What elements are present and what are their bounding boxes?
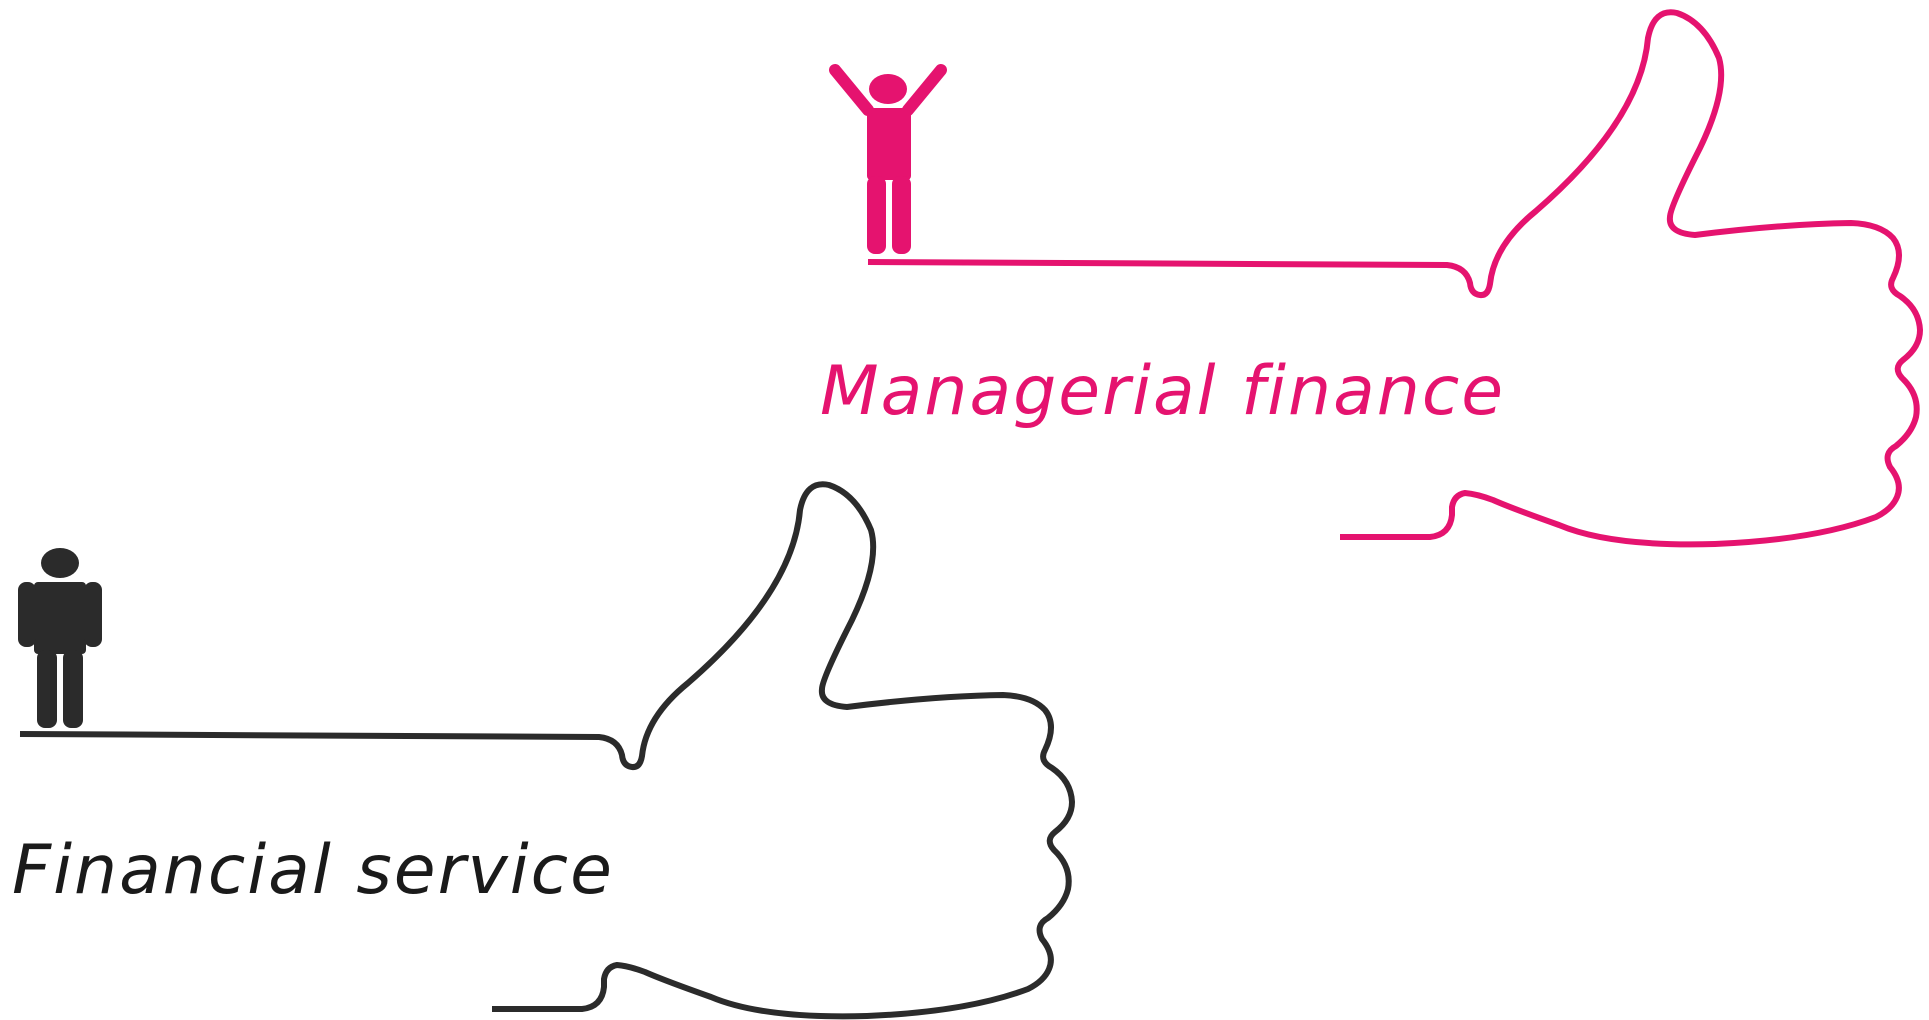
thumbs-up-icon <box>19 481 1075 1020</box>
bottom-label: Financial service <box>12 831 614 910</box>
bottom-group: Financial service <box>12 481 1075 1020</box>
thumbs-up-icon <box>867 9 1923 548</box>
top-group: Managerial finance <box>820 9 1923 548</box>
top-label: Managerial finance <box>820 352 1505 431</box>
person-standing-icon <box>18 548 102 728</box>
person-arms-raised-icon <box>829 64 947 254</box>
